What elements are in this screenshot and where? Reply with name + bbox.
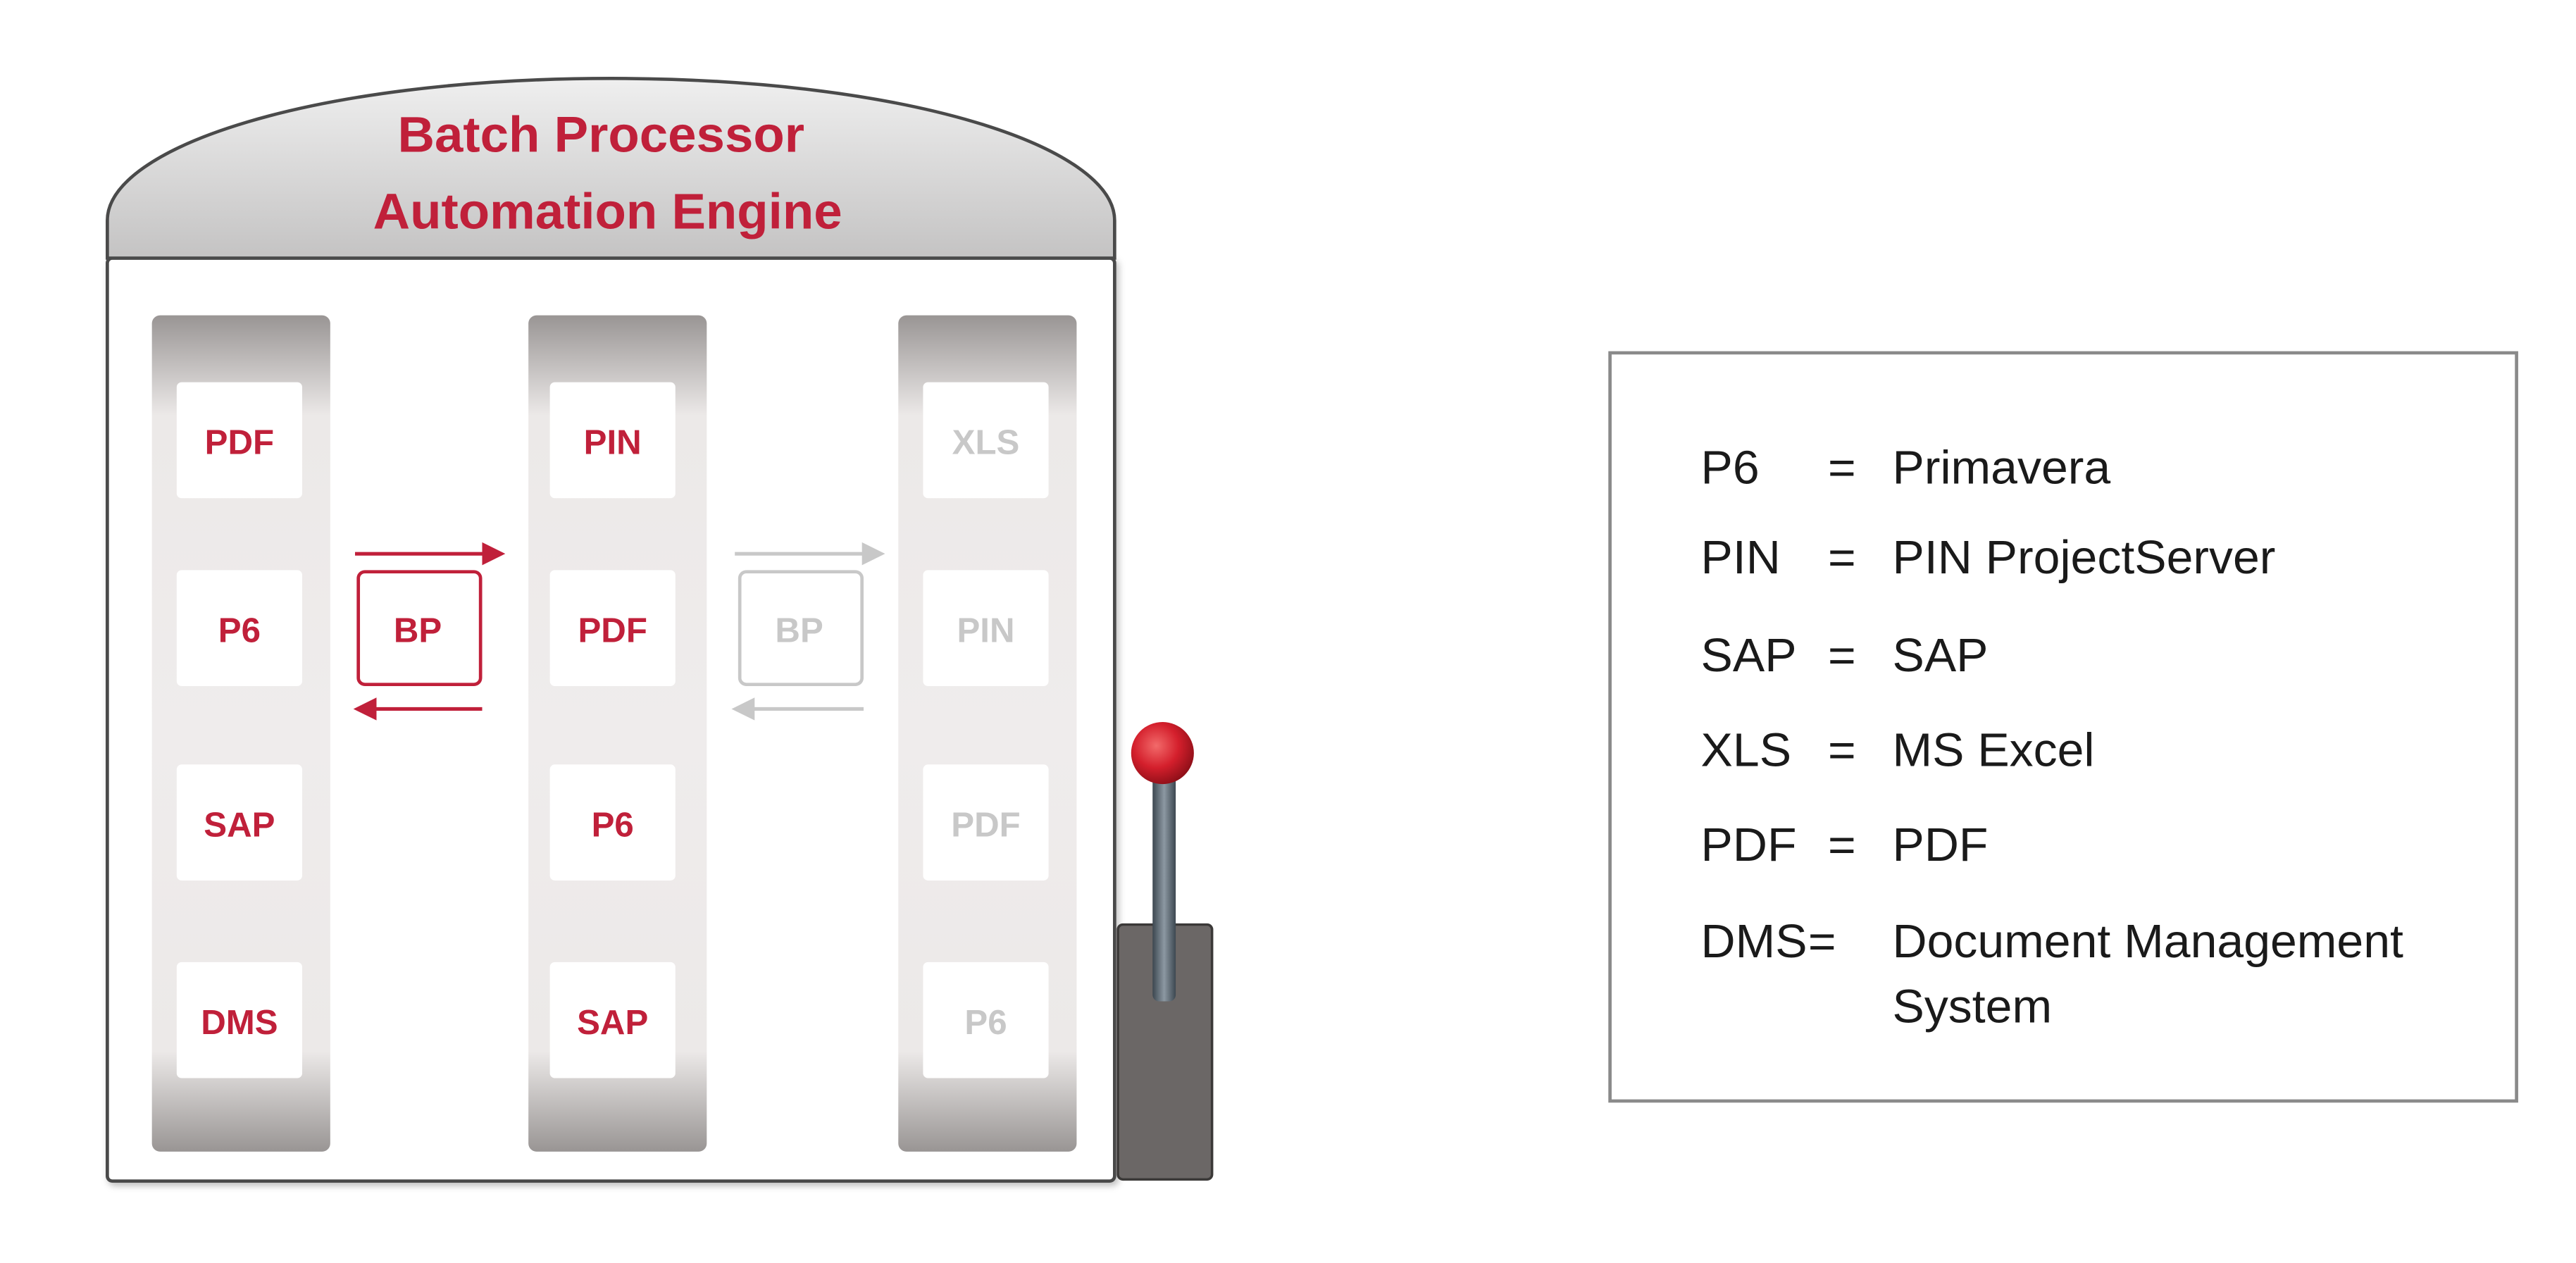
arrow-left-head-icon	[353, 697, 377, 721]
lever	[1116, 722, 1214, 1181]
reel-item: PDF	[951, 807, 1020, 845]
bp-box	[356, 570, 483, 686]
machine-title-line2: Automation Engine	[373, 184, 842, 240]
legend: P6 = Primavera PIN = PIN ProjectServer S…	[1608, 351, 2518, 1103]
reel-item: SAP	[577, 1004, 648, 1042]
reel-item: SAP	[204, 807, 275, 845]
legend-entry: DMS = Document Management System	[1701, 915, 2404, 1033]
reel-middle: PIN PDF P6 SAP	[528, 315, 707, 1152]
legend-meaning: PDF	[1892, 819, 1988, 871]
legend-meaning: MS Excel	[1892, 724, 2094, 777]
reel-item: PDF	[578, 612, 647, 650]
legend-meaning: Primavera	[1892, 442, 2110, 494]
bp-label: BP	[775, 612, 823, 650]
reel-item: P6	[218, 612, 261, 650]
reel-item: PIN	[584, 424, 642, 462]
legend-entry: P6 = Primavera	[1701, 442, 2111, 494]
reel-item: P6	[592, 807, 634, 845]
legend-equals: =	[1808, 915, 1836, 968]
legend-entry: PIN = PIN ProjectServer	[1701, 531, 2276, 584]
legend-abbr: XLS	[1701, 724, 1791, 777]
reel-right: XLS PIN PDF P6	[898, 315, 1077, 1152]
legend-meaning: Document Management	[1892, 915, 2403, 968]
legend-meaning: SAP	[1892, 629, 1988, 682]
reel-item: P6	[964, 1004, 1007, 1042]
arrow-right-head-icon	[482, 542, 506, 566]
legend-abbr: P6	[1701, 442, 1760, 494]
bp-connector-active: BP	[353, 542, 506, 721]
reel-item: DMS	[201, 1004, 278, 1042]
reel-item: XLS	[952, 424, 1020, 462]
bp-box	[738, 570, 864, 686]
legend-abbr: PIN	[1701, 531, 1781, 584]
legend-entry: SAP = SAP	[1701, 629, 1989, 682]
legend-meaning: PIN ProjectServer	[1892, 531, 2275, 584]
bp-label: BP	[394, 612, 442, 650]
machine-dome	[106, 76, 1116, 260]
legend-equals: =	[1828, 724, 1856, 777]
legend-equals: =	[1828, 531, 1856, 584]
legend-equals: =	[1828, 629, 1856, 682]
arrow-right-head-icon	[861, 542, 885, 566]
legend-entry: PDF = PDF	[1701, 819, 1989, 871]
reel-item: PDF	[205, 424, 274, 462]
legend-meaning-line2: System	[1892, 981, 2052, 1033]
lever-knob-icon	[1131, 722, 1194, 785]
legend-equals: =	[1828, 819, 1856, 871]
legend-entry: XLS = MS Excel	[1701, 724, 2095, 777]
bp-connector-inactive: BP	[731, 542, 885, 721]
reel-item: PIN	[957, 612, 1014, 650]
reel-left: PDF P6 SAP DMS	[151, 315, 330, 1152]
legend-abbr: DMS	[1701, 915, 1807, 968]
legend-abbr: PDF	[1701, 819, 1797, 871]
legend-abbr: SAP	[1701, 629, 1797, 682]
lever-stick	[1152, 767, 1176, 1002]
legend-equals: =	[1828, 442, 1856, 494]
machine-title-line1: Batch Processor	[398, 107, 804, 163]
legend-box	[1608, 351, 2518, 1103]
arrow-left-head-icon	[731, 697, 755, 721]
